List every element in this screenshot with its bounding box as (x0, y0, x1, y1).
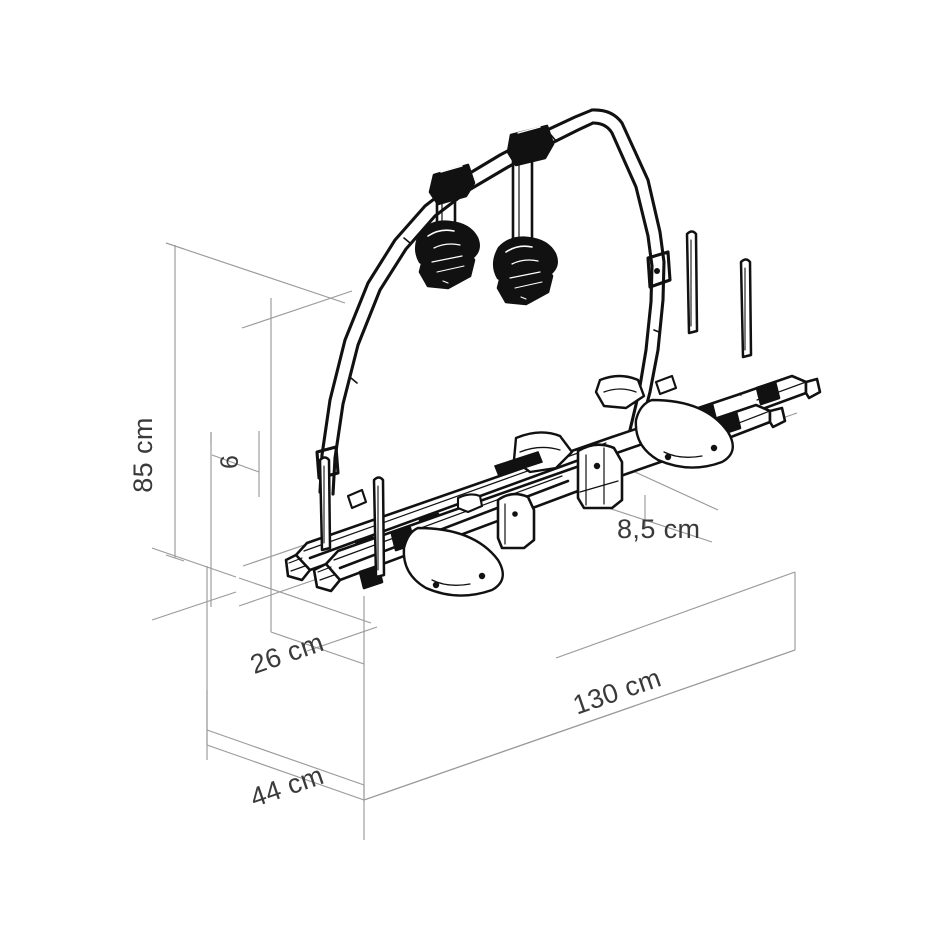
dimline-85-upper-serif (165, 242, 185, 250)
dimline-6-leader (211, 454, 260, 473)
dimline-26-left (238, 577, 372, 624)
dimline-box-right-back (555, 571, 796, 659)
dimline-130-measure (363, 649, 796, 801)
pivot-discs (402, 398, 734, 597)
dimline-26-right-tick (306, 626, 378, 652)
dimline-box-front-left (206, 744, 365, 801)
pivot-disc-rear (634, 398, 734, 469)
dim-label-detail: 8,5 cm (617, 514, 700, 544)
wheel-stop-posts (318, 230, 753, 579)
dimline-44-measure (206, 729, 365, 786)
dimline-rail-ground-left (270, 631, 365, 665)
bike-holder-arm-right (492, 124, 558, 306)
dimline-bottom-left-iso (151, 591, 237, 621)
arch-right-collar (646, 250, 672, 289)
dim-label-offset: 6 (216, 455, 244, 469)
bike-carrier-illustration (284, 108, 822, 597)
wheel-stop-post-3 (372, 476, 386, 579)
mounting-bracket-left (496, 492, 536, 550)
central-hub (512, 374, 646, 474)
arch-left-collar (315, 445, 340, 480)
dimline-top-left-tick (241, 290, 353, 329)
wheel-stop-post-4 (318, 456, 332, 552)
dimline-top-left-iso (165, 242, 346, 304)
mounting-bracket-right (576, 443, 624, 510)
wheel-stop-post-1 (685, 230, 699, 335)
bike-holder-arm-left (414, 163, 480, 290)
dimline-85-lower-extension (151, 547, 237, 578)
wheel-stop-post-2 (739, 258, 753, 359)
dimline-85-lower-serif (165, 554, 185, 562)
pivot-disc-front (402, 526, 504, 597)
dim-label-height: 85 cm (128, 417, 158, 493)
mounting-brackets (496, 443, 624, 550)
misc-fittings (346, 374, 678, 514)
brand-plate (494, 451, 543, 477)
